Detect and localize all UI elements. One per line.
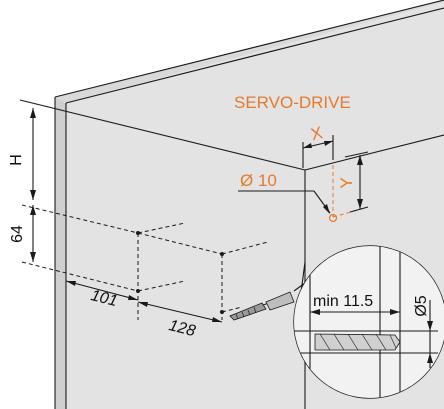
drill-bit-icon [229,291,295,321]
drill-hole-marker [136,231,140,235]
panel-edge-line [54,0,444,98]
y-extension-line [344,151,369,158]
hole-guide-line [137,280,186,292]
hole-guide-line [221,241,269,255]
y-extension-line [349,206,369,213]
h-label: H [8,154,25,166]
hole-row-bottom-extension [21,261,139,292]
y-label: Y [337,177,356,188]
product-label: SERVO-DRIVE [234,93,351,112]
hole-guide-line [137,232,223,255]
cabinet-side-panel-edge [55,97,66,409]
drill-diameter-arrow [323,204,330,214]
fitting-hole-guide [332,207,366,218]
cabinet-top-panel [55,0,444,103]
edge-offset-dimension-line [65,280,139,301]
y-arrow-top [357,155,363,165]
drill-hole-marker [136,289,140,293]
hole-guide-line [221,306,243,313]
drill-hole-marker [220,252,224,256]
horizontal-spacing-dimension-line [137,301,223,323]
min-depth-label: min 11.5 [313,293,373,310]
hole-guide-line [137,222,186,234]
hole-row-top-extension [21,204,139,234]
vertical-spacing-label: 64 [9,225,26,243]
x-arrow-left [303,143,312,148]
fitting-hole-marker [328,213,338,223]
vertical-spacing-arrow-top [30,205,36,215]
drill-diameter-label: Ø 10 [240,171,277,190]
y-arrow-bottom [357,199,363,209]
edge-offset-label: 101 [89,287,119,310]
horizontal-spacing-arrow-left [138,302,148,307]
h-arrow-bottom [30,190,36,200]
panel-edge-line [65,7,444,104]
magnifier-detail-icon [293,245,444,399]
x-label: X [309,123,325,144]
edge-offset-arrow-left [66,281,76,286]
door-top-line [19,99,306,171]
horizontal-spacing-arrow-right [212,317,222,322]
bit-diameter-arrow-top [427,321,433,331]
edge-offset-arrow-right [128,295,138,300]
min-depth-arrow-left [310,309,320,315]
bit-diameter-arrow-bottom [427,353,433,363]
min-depth-arrow-right [390,309,400,315]
door-edge-line [304,134,444,171]
h-arrow-top [30,108,36,118]
x-arrow-right [324,141,333,146]
drill-hole-marker [220,310,224,314]
bit-diameter-label: Ø5 [413,295,430,316]
vertical-spacing-arrow-bottom [30,252,36,262]
horizontal-spacing-label: 128 [167,317,197,340]
